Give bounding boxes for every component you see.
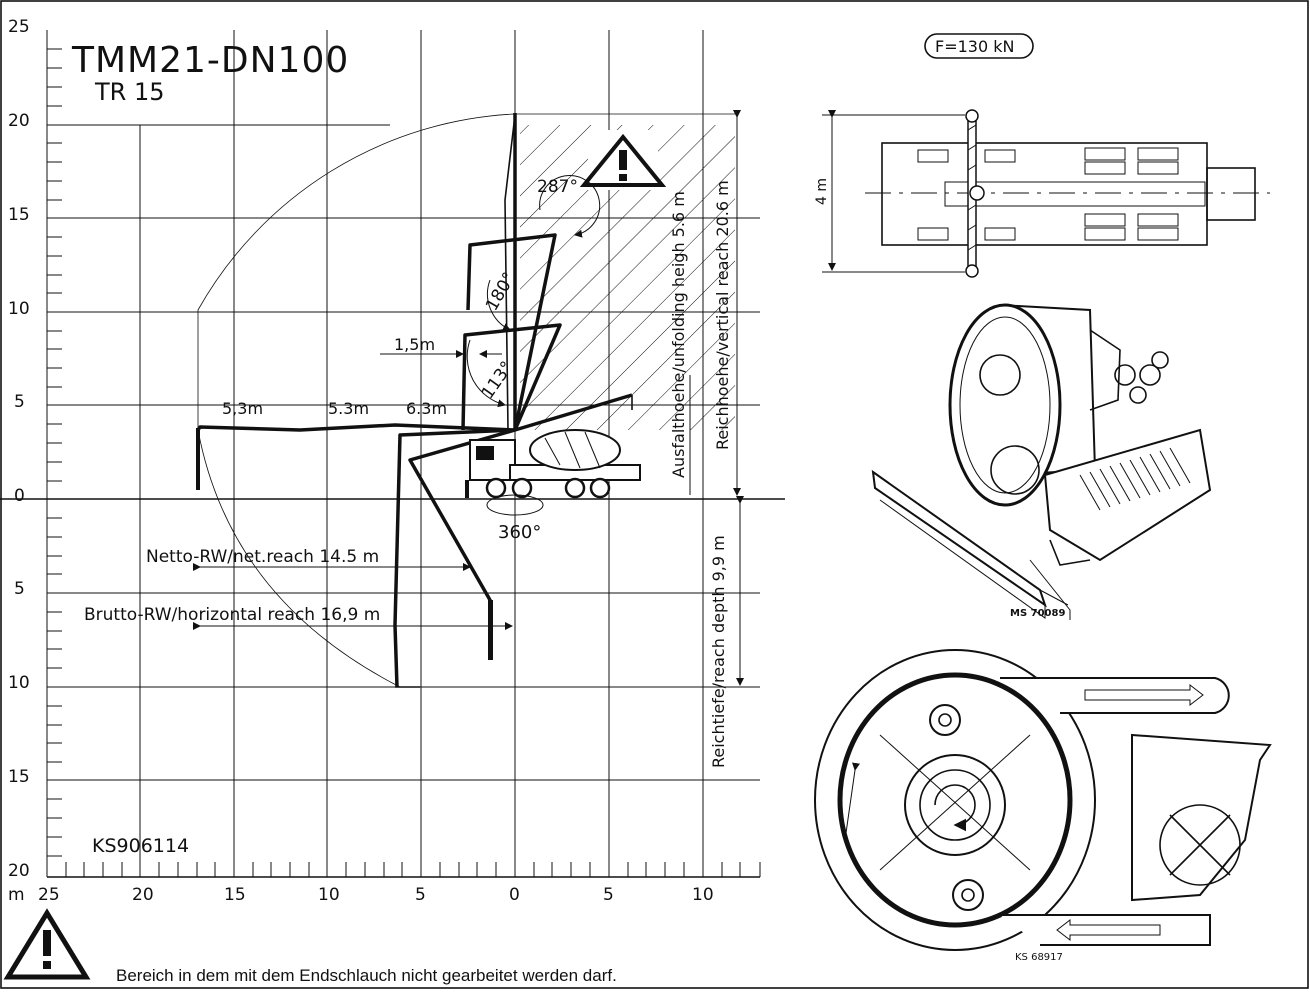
boom-horizontal [196,423,516,490]
boom-vertical [461,113,633,432]
force-badge [924,33,1034,59]
model-subtitle: TR 15 [94,78,165,106]
warning-footer: Bereich in dem mit dem Endschlauch nicht… [3,908,617,985]
pump-section-code: KS 68917 [1015,952,1063,963]
y-label-neg15: 15 [8,767,30,787]
y-label-neg5: 5 [14,579,25,599]
unit-label: m [8,885,25,905]
x-label-5: 5 [415,885,426,905]
pump-section-view: KS 68917 [814,649,1272,963]
hopper-icon [1043,428,1212,562]
offset-label: 1,5m [394,335,435,354]
chassis-outline [881,142,1208,246]
unfolding-height-label: Ausfalthoehe/unfolding heigh 5.6 m [669,191,688,478]
angle-360: 360° [498,522,541,543]
roller-icon [952,879,984,911]
outrigger-width-label: 4 m [814,178,830,205]
rotation-ellipse [486,494,544,516]
y-ruler [46,30,62,877]
x-label-25: 25 [38,885,60,905]
section-3-length: 6.3m [406,399,447,418]
warning-sign-icon [579,133,667,187]
reach-envelope-lower [197,429,401,688]
model-title: TMM21-DN100 [71,40,349,81]
y-label-5: 5 [14,392,25,412]
angle-arc-287 [539,175,601,238]
reach-depth-label: Reichtiefe/reach depth 9,9 m [709,535,728,768]
x-ruler [65,862,761,877]
force-label: F=130 kN [935,37,1014,56]
inlet-pipe-icon [1000,914,1211,946]
reach-diagram: 25 20 15 10 5 0 5 10 15 20 m 25 20 15 10… [0,17,785,905]
vertical-reach-label: Reichhoehe/vertical reach 20.6 m [713,180,732,450]
y-label-neg20: 20 [8,861,30,881]
section-2-length: 5.3m [328,399,369,418]
x-label-pos5: 5 [603,885,614,905]
y-axis-labels: 25 20 15 10 5 0 5 10 15 20 [8,17,30,881]
mixer-truck-icon [465,429,641,499]
outrigger-foot-icon [965,264,979,278]
roller-icon [929,704,961,736]
y-label-neg10: 10 [8,673,30,693]
outrigger-plan: F=130 kN 4 m [814,33,1270,278]
net-reach-label: Netto-RW/net.reach 14.5 m [146,547,379,567]
x-label-20: 20 [132,885,154,905]
x-label-0: 0 [509,885,520,905]
x-label-10: 10 [318,885,340,905]
footer-warning-icon [3,908,91,980]
x-label-pos10: 10 [692,885,714,905]
y-label-0: 0 [14,486,25,506]
doc-code: KS906114 [92,835,189,857]
gross-reach-label: Brutto-RW/horizontal reach 16,9 m [84,605,380,625]
outlet-pipe-icon [1000,677,1230,714]
pump-isometric-view: MS 70089 [871,303,1212,620]
hopper-section-icon [1131,733,1272,902]
y-label-25: 25 [8,17,30,37]
pump-iso-code: MS 70089 [1010,608,1065,619]
y-label-20: 20 [8,111,30,131]
angle-287: 287° [537,177,578,197]
angle-113: 113° [478,358,518,403]
angle-arc-180 [486,279,511,331]
section-1-length: 5,3m [222,399,263,418]
boom-down [393,428,516,688]
y-label-15: 15 [8,205,30,225]
y-label-10: 10 [8,299,30,319]
angle-arc-113 [466,339,506,408]
x-label-15: 15 [224,885,246,905]
x-axis-labels: m 25 20 15 10 5 0 5 10 [8,885,714,905]
rotor-housing-icon [948,303,1062,507]
warning-text: Bereich in dem mit dem Endschlauch nicht… [116,966,617,985]
reach-envelope-upper [197,113,516,430]
outrigger-foot-icon [965,109,979,123]
